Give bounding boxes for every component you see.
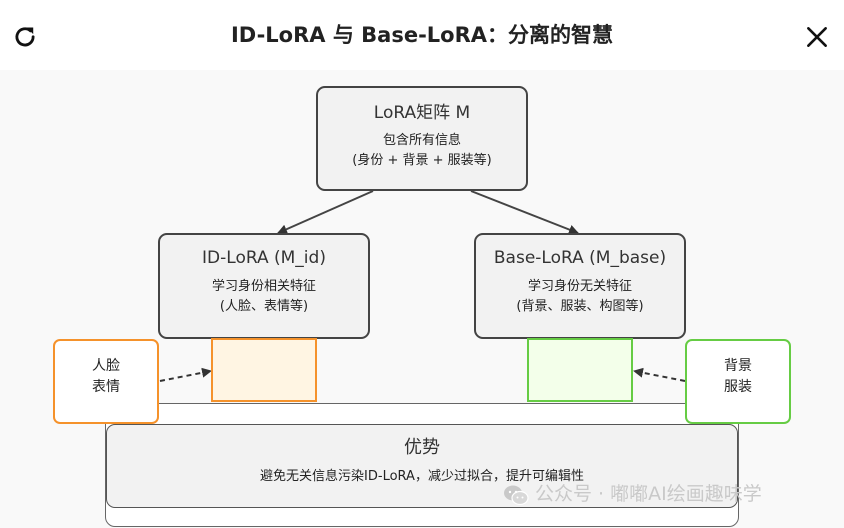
id-feature-expression: 表情	[92, 379, 120, 395]
lora-matrix-title: LoRA矩阵 M	[373, 103, 471, 123]
page-title: ID-LoRA 与 Base-LoRA：分离的智慧	[230, 23, 614, 47]
base-feature-background: 背景	[724, 358, 752, 374]
id-lora-slot	[211, 338, 317, 402]
advantage-title: 优势	[404, 437, 440, 458]
wechat-icon	[504, 485, 529, 505]
id-lora-node: ID-LoRA (M_id) 学习身份相关特征 (人脸、表情等)	[158, 233, 370, 339]
base-lora-line2: (背景、服装、构图等)	[516, 299, 644, 314]
id-lora-line1: 学习身份相关特征	[211, 279, 316, 294]
advantage-text: 避免无关信息污染ID-LoRA，减少过拟合，提升可编辑性	[260, 469, 584, 484]
lora-matrix-line2: (身份 + 背景 + 服装等)	[352, 153, 492, 168]
lora-matrix-node: LoRA矩阵 M 包含所有信息 (身份 + 背景 + 服装等)	[316, 86, 528, 191]
base-lora-node: Base-LoRA (M_base) 学习身份无关特征 (背景、服装、构图等)	[474, 233, 686, 339]
watermark-text: 公众号 · 嘟嘟AI绘画趣味学	[535, 483, 762, 505]
base-feature-clothing: 服装	[724, 379, 752, 395]
id-features-box: 人脸 表情	[53, 339, 159, 424]
close-icon[interactable]	[804, 24, 830, 50]
refresh-icon[interactable]	[12, 24, 38, 50]
watermark: 公众号 · 嘟嘟AI绘画趣味学	[503, 480, 762, 508]
dialog-header: ID-LoRA 与 Base-LoRA：分离的智慧	[0, 0, 844, 70]
base-lora-title: Base-LoRA (M_base)	[493, 248, 667, 268]
id-lora-line2: (人脸、表情等)	[219, 299, 309, 314]
id-feature-face: 人脸	[92, 358, 120, 374]
base-features-box: 背景 服装	[685, 339, 791, 424]
arrow-root-to-base-lora	[470, 190, 579, 235]
base-lora-line1: 学习身份无关特征	[527, 279, 632, 294]
lora-matrix-line1: 包含所有信息	[382, 133, 461, 148]
advantage-panel: 优势 避免无关信息污染ID-LoRA，减少过拟合，提升可编辑性	[106, 424, 738, 508]
arrow-id-features	[159, 367, 212, 382]
id-lora-title: ID-LoRA (M_id)	[202, 248, 326, 268]
arrow-root-to-id-lora	[277, 190, 374, 234]
arrow-base-features	[633, 367, 686, 382]
base-lora-slot	[527, 338, 633, 402]
